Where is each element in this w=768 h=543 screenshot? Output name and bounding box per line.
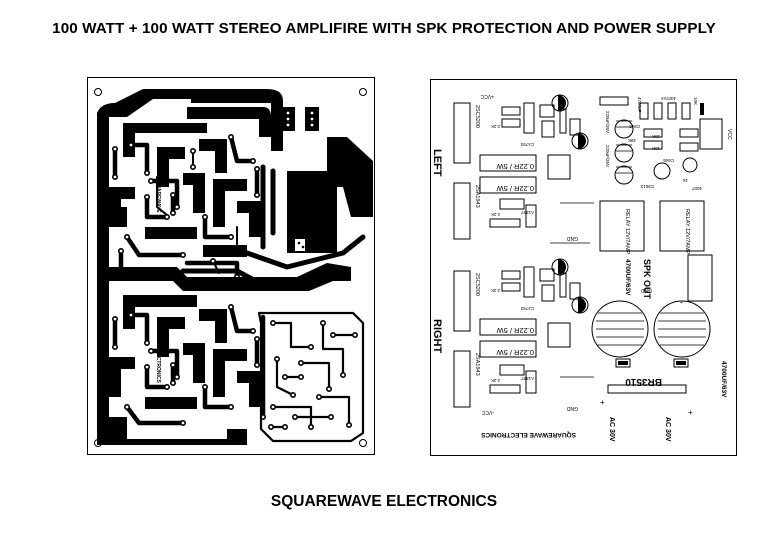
transistor-label: 2SA1943	[474, 353, 480, 376]
spk-out-label: SPK OUT	[642, 259, 652, 300]
small-part-label: 1K	[682, 178, 688, 183]
small-part-label: C4793	[520, 306, 534, 311]
small-part-label: C9012	[640, 184, 654, 189]
resistor-outline	[479, 154, 537, 172]
gnd-label: GND	[641, 287, 653, 293]
small-part-label: 220uF/35V	[605, 145, 610, 167]
relay-label: RELAY 12V/7AMP	[684, 209, 690, 255]
copper-protection-circuit	[257, 311, 365, 443]
copper-upper-amplifier: SQUAREWAVE	[97, 89, 271, 281]
gnd-label: GND	[567, 405, 579, 411]
copper-protection-pads	[268, 320, 358, 430]
silkscreen-component-layout: LEFT RIGHT 2SC5200 2SA1943 2SC5200 2SA19…	[430, 79, 737, 456]
resistor-label: 0.22R / 5W	[496, 184, 534, 193]
silk-right-label: RIGHT	[431, 319, 443, 354]
polarity-plus: +	[688, 408, 693, 417]
small-part-label: 2.2K	[491, 378, 500, 383]
small-part-label: C4793	[520, 142, 534, 147]
relay-outline	[659, 200, 705, 252]
resistor-outline	[479, 340, 537, 358]
small-part-label: 2.2K	[491, 212, 500, 217]
transistor-outline	[453, 182, 471, 240]
resistor-label: 0.22R / 5W	[496, 348, 534, 357]
transistor-label: 2SA1943	[474, 185, 480, 208]
page-title: 100 WATT + 100 WATT STEREO AMPLIFIRE WIT…	[52, 20, 716, 37]
silk-left-label: LEFT	[431, 149, 443, 177]
resistor-label: 0.22R / 5W	[496, 326, 534, 335]
mounting-hole	[359, 439, 367, 447]
transistor-label: 2SC5200	[474, 273, 480, 296]
transistor-outline	[453, 102, 471, 164]
relay-label: RELAY 12V/7AMP	[624, 209, 630, 255]
transistor-label: 2SC5200	[474, 105, 480, 128]
output-transistor-pads	[281, 107, 319, 131]
small-part-label: 39K	[628, 138, 636, 143]
bridge-rectifier-label: BR3510	[625, 376, 662, 387]
transistor-outline	[453, 350, 471, 408]
relay-outline	[599, 200, 645, 252]
cap-value-label: 4700UF/63V	[720, 361, 727, 398]
copper-power-supply	[97, 89, 373, 291]
cap-value-label: 4700UF/63V	[624, 259, 631, 296]
small-part-label: A1837	[520, 376, 534, 381]
bridge-rectifier-outline	[607, 384, 687, 394]
small-part-label: 4700uF	[637, 97, 642, 113]
small-part-label: 10K	[693, 97, 698, 105]
filter-capacitor-outline	[591, 300, 649, 358]
copper-brand-text-top: SQUAREWAVE	[155, 177, 161, 213]
mounting-hole	[94, 88, 102, 96]
ac-input-label: AC 30V	[608, 417, 615, 442]
small-part-label: 2.2K	[491, 288, 500, 293]
small-part-label: 4007x4	[661, 96, 676, 101]
silk-brand-text: SQUAREWAVE ELECTRONICS	[480, 431, 576, 438]
polarity-plus: +	[600, 398, 605, 407]
polarity-minus: -	[680, 297, 683, 307]
small-part-label: A1837	[520, 210, 534, 215]
copper-lower-amplifier: ELECTRONICS	[97, 281, 267, 445]
mounting-hole	[359, 88, 367, 96]
copper-brand-text-bottom: ELECTRONICS	[155, 347, 161, 384]
small-part-label: 4007	[691, 186, 702, 191]
gnd-label: GND	[567, 235, 579, 241]
small-part-label: 220uF/35V	[605, 111, 610, 133]
small-part-label: C945	[663, 158, 674, 163]
small-part-label: 2.2K	[491, 124, 500, 129]
small-part-label: 10K	[652, 146, 660, 151]
resistor-outline	[479, 318, 537, 336]
copper-pcb-layout: SQUAREWAVE	[87, 77, 375, 455]
small-part-label: 10K	[652, 134, 660, 139]
filter-capacitor-outline	[653, 300, 711, 358]
small-part-label: C945	[629, 124, 640, 129]
resistor-outline	[479, 176, 537, 194]
transistor-outline	[453, 270, 471, 332]
vcc-label: +VCC	[480, 93, 494, 99]
vcc-label: -VCC	[481, 409, 494, 415]
resistor-label: 0.22R / 5W	[496, 162, 534, 171]
ac-input-label: AC 30V	[664, 417, 671, 442]
footer-brand: SQUAREWAVE ELECTRONICS	[270, 493, 498, 510]
vcc-label: VCC	[726, 129, 732, 140]
